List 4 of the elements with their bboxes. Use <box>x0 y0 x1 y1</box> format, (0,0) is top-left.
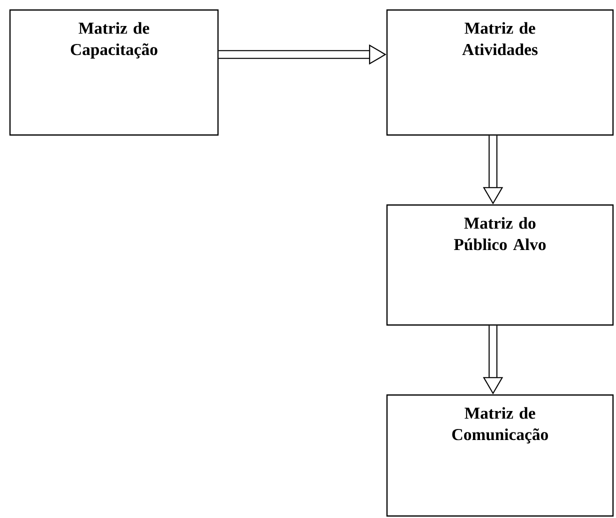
matrix-box: Matriz de Capacitação <box>9 9 219 136</box>
matrix-box: Matriz de Comunicação <box>386 394 614 517</box>
matrix-box: Matriz de Atividades <box>386 9 614 136</box>
matrix-box: Matriz do Público Alvo <box>386 204 614 326</box>
